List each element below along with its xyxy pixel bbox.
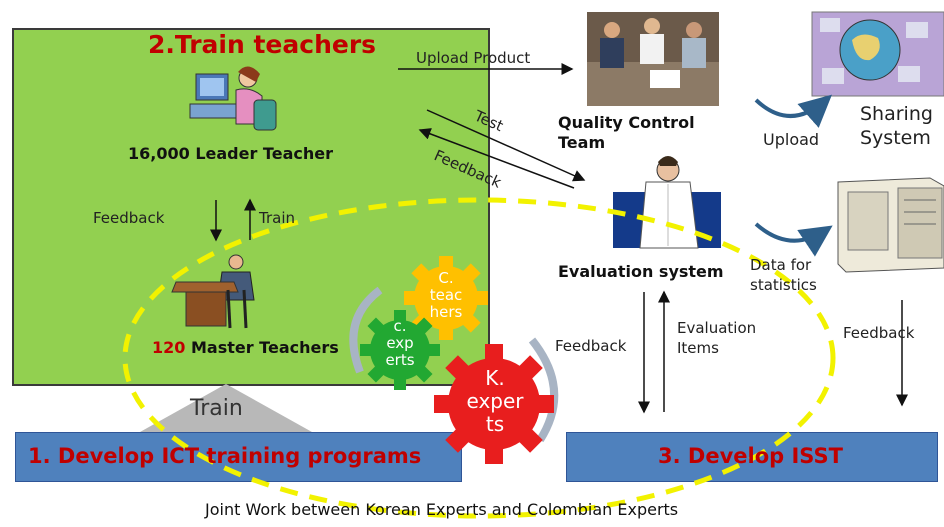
gear-c-experts-label: c. exp erts bbox=[385, 317, 415, 369]
master-teacher-illustration bbox=[171, 254, 255, 329]
feedback-diagonal-arrow bbox=[418, 128, 575, 189]
master-text: Master Teachers bbox=[185, 338, 339, 357]
data-stat-line2: statistics bbox=[750, 276, 817, 294]
train-big-label: Train bbox=[190, 396, 243, 421]
joint-work-ellipse bbox=[122, 197, 836, 519]
quality-control-line1: Quality Control bbox=[558, 113, 695, 132]
quality-control-line2: Team bbox=[558, 133, 606, 152]
gear-arc-right bbox=[528, 337, 559, 443]
panel-title: 2.Train teachers bbox=[148, 30, 377, 59]
sharing-line2: System bbox=[860, 127, 931, 149]
feedback-right-label: Feedback bbox=[843, 324, 915, 342]
evaluation-system-illustration bbox=[613, 156, 721, 249]
leader-teacher-label: 16,000 Leader Teacher bbox=[128, 144, 333, 163]
evaluation-items-label: Evaluation Items bbox=[677, 318, 756, 358]
quality-control-label: Quality Control Team bbox=[558, 113, 695, 153]
gear-c-teachers-label: C. teac hers bbox=[429, 269, 463, 321]
gear-arc-left bbox=[349, 286, 383, 374]
sharing-system-image bbox=[811, 11, 944, 97]
eval-items-line2: Items bbox=[677, 339, 719, 357]
footer-caption: Joint Work between Korean Experts and Co… bbox=[205, 500, 679, 519]
upload-label: Upload bbox=[763, 130, 820, 149]
leader-teacher-illustration bbox=[189, 66, 277, 131]
gear-c-experts bbox=[360, 310, 440, 390]
train-small-label: Train bbox=[259, 209, 295, 227]
train-big-arrow bbox=[140, 384, 312, 432]
upload-product-label: Upload Product bbox=[416, 49, 531, 67]
data-statistics-label: Data for statistics bbox=[750, 255, 817, 295]
master-teachers-label: 120 Master Teachers bbox=[152, 338, 339, 357]
data-stat-line1: Data for bbox=[750, 256, 812, 274]
gear-k-experts bbox=[434, 344, 554, 464]
eval-items-line1: Evaluation bbox=[677, 319, 757, 337]
quality-control-photo bbox=[587, 12, 719, 106]
evaluation-system-label: Evaluation system bbox=[558, 262, 724, 281]
master-count: 120 bbox=[152, 338, 186, 357]
sharing-line1: Sharing bbox=[860, 103, 933, 125]
data-statistics-curved-arrow bbox=[754, 222, 833, 257]
upload-curved-arrow bbox=[754, 94, 832, 128]
test-arrow bbox=[426, 109, 586, 182]
gear-k-experts-label: K. exper ts bbox=[466, 366, 524, 436]
develop-ict-label: 1. Develop ICT training programs bbox=[28, 444, 422, 468]
feedback-left-label: Feedback bbox=[93, 209, 165, 227]
feedback-mid-label: Feedback bbox=[555, 337, 627, 355]
develop-isst-label: 3. Develop ISST bbox=[658, 444, 843, 468]
server-illustration bbox=[837, 177, 944, 273]
sharing-system-label: Sharing System bbox=[860, 102, 933, 150]
